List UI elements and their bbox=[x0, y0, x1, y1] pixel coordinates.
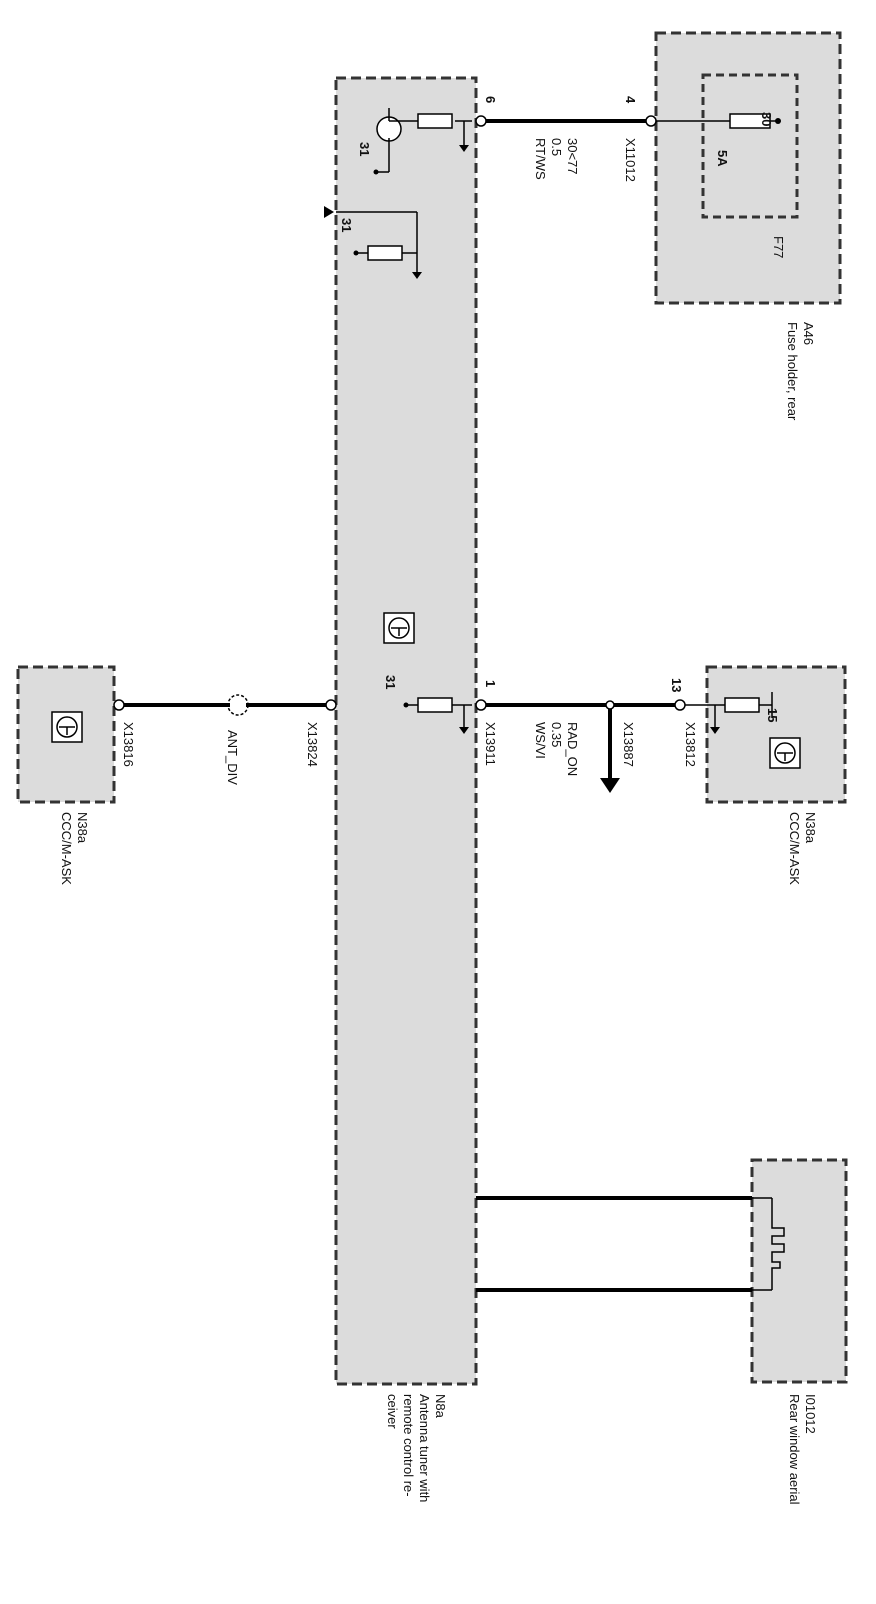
ccc-lower-id: N38a bbox=[75, 812, 90, 844]
radon-signal-label: RAD_ON bbox=[565, 722, 580, 776]
x13812-label: X13812 bbox=[683, 722, 698, 767]
heater-grid-icon bbox=[771, 1198, 785, 1290]
x13812-pin-label: 13 bbox=[669, 678, 684, 692]
ant-div-label: ANT_DIV bbox=[225, 730, 240, 785]
ccc-upper-name: CCC/M-ASK bbox=[787, 812, 802, 885]
aerial-wires bbox=[476, 1196, 772, 1292]
fuse-holder-id: A46 bbox=[801, 322, 816, 345]
fuse-icon bbox=[729, 113, 781, 129]
tuner-name-line3: ceiver bbox=[385, 1394, 400, 1429]
ccc-upper-box bbox=[705, 665, 847, 804]
power-color-label: RT/WS bbox=[533, 138, 548, 180]
antenna-module-icon bbox=[51, 711, 83, 743]
ground-label-1: 31 bbox=[357, 142, 372, 156]
x13911-pin-label: 1 bbox=[483, 680, 498, 687]
tuner-power-input bbox=[405, 113, 472, 152]
aerial-name: Rear window aerial bbox=[787, 1394, 802, 1505]
fuse-terminal-label: 30 bbox=[759, 112, 774, 126]
ground-label-2: 31 bbox=[339, 218, 354, 232]
rad-on-wire bbox=[475, 699, 686, 793]
ccc-upper-id: N38a bbox=[803, 812, 818, 844]
x11012-pin-label: 4 bbox=[623, 96, 638, 104]
power-gauge-label: 0.5 bbox=[549, 138, 564, 156]
x13816-label: X13816 bbox=[121, 722, 136, 767]
ccc-terminal-label: 15 bbox=[765, 708, 780, 722]
power-wire bbox=[475, 115, 730, 127]
transistor-icon bbox=[373, 108, 405, 175]
x13824-label: X13824 bbox=[305, 722, 320, 767]
ccc-lower-name: CCC/M-ASK bbox=[59, 812, 74, 885]
fuse-holder-name: Fuse holder, rear bbox=[785, 322, 800, 421]
radon-color-label: WS/VI bbox=[533, 722, 548, 759]
power-signal-label: 30<77 bbox=[565, 138, 580, 175]
rear-aerial-box bbox=[750, 1158, 848, 1384]
ccc-upper-internals bbox=[685, 692, 773, 734]
aerial-id: I01012 bbox=[803, 1394, 818, 1434]
antenna-module-icon bbox=[769, 737, 801, 769]
ground-label-3: 31 bbox=[383, 675, 398, 689]
antenna-module-icon bbox=[383, 612, 415, 644]
fuse-id-label: F77 bbox=[771, 236, 786, 258]
ant-div-wire bbox=[113, 694, 337, 716]
x13911-label: X13911 bbox=[483, 722, 498, 766]
internal-ground-branch bbox=[324, 206, 422, 279]
radon-gauge-label: 0.35 bbox=[549, 722, 564, 747]
fuse-holder-box bbox=[654, 31, 842, 305]
fuse-inner-box bbox=[701, 73, 799, 219]
tuner-name-line2: remote control re- bbox=[401, 1394, 416, 1497]
tuner-pin6-label: 6 bbox=[483, 96, 498, 103]
tuner-name-line1: Antenna tuner with bbox=[417, 1394, 432, 1502]
tuner-radon-input bbox=[403, 697, 472, 734]
x13887-label: X13887 bbox=[621, 722, 636, 767]
tuner-id: N8a bbox=[433, 1394, 448, 1419]
fuse-rating-label: 5A bbox=[715, 150, 730, 167]
x11012-label: X11012 bbox=[623, 138, 638, 182]
antenna-tuner-box bbox=[334, 76, 478, 1386]
